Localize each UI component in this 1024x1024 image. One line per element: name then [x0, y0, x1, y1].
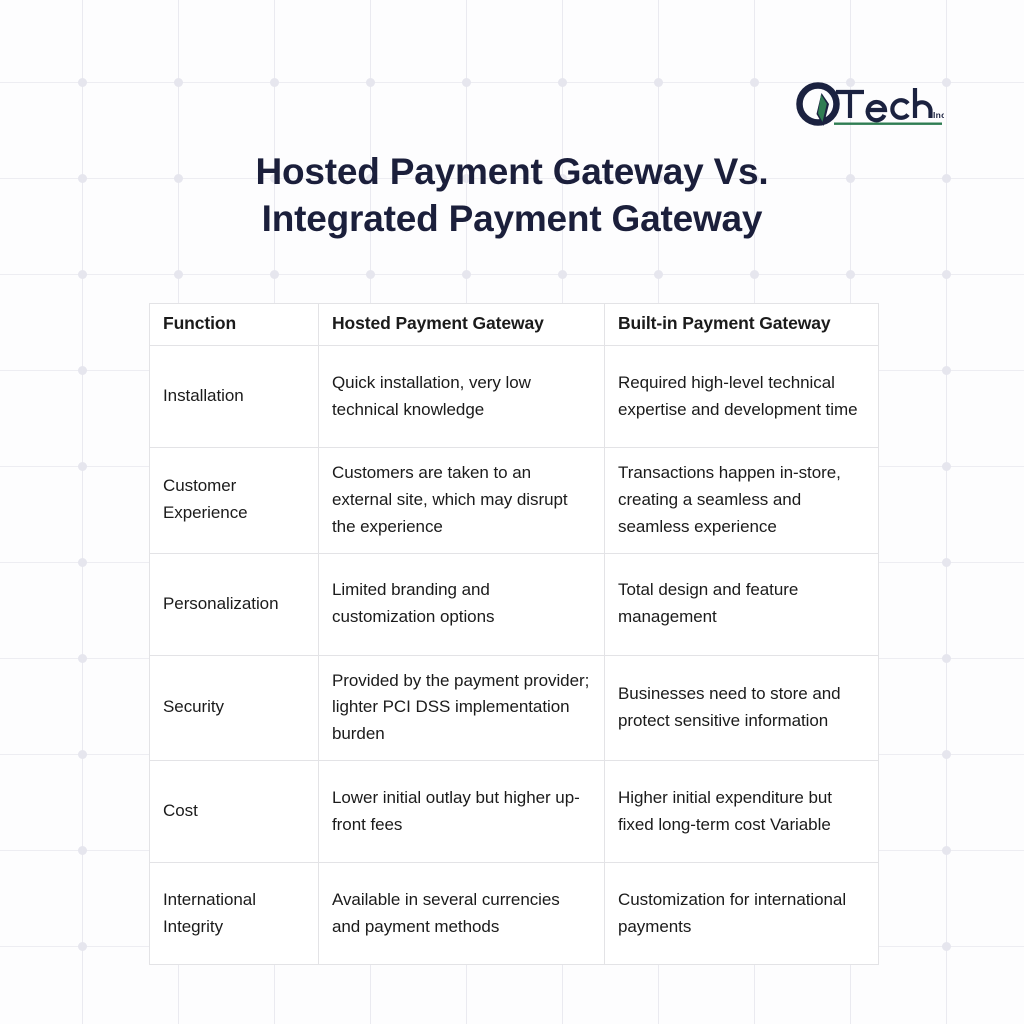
row-cell-builtin: Total design and feature management [604, 552, 879, 656]
row-cell-builtin: Higher initial expenditure but fixed lon… [604, 760, 879, 864]
row-cell-function: Personalization [149, 552, 319, 656]
comparison-table: Function Hosted Payment Gateway Built-in… [149, 303, 879, 966]
page-title-line-1: Hosted Payment Gateway Vs. [255, 151, 769, 192]
row-cell-hosted: Lower initial outlay but higher up-front… [318, 760, 605, 864]
row-cell-builtin: Businesses need to store and protect sen… [604, 654, 879, 762]
row-cell-builtin: Customization for international payments [604, 862, 879, 966]
row-cell-function: Cost [149, 760, 319, 864]
table-header: Function Hosted Payment Gateway Built-in… [149, 303, 879, 346]
row-cell-hosted: Limited branding and customization optio… [318, 552, 605, 656]
row-cell-function: Installation [149, 345, 319, 448]
column-header-function: Function [149, 303, 319, 346]
svg-text:Inc: Inc [933, 110, 944, 120]
page-title-line-2: Integrated Payment Gateway [261, 198, 763, 240]
qtech-inc-logo: Inc [796, 82, 944, 130]
row-cell-hosted: Quick installation, very low technical k… [318, 345, 605, 448]
row-cell-builtin: Required high-level technical expertise … [604, 345, 879, 448]
row-cell-function: Security [149, 654, 319, 762]
row-cell-function: Customer Experience [149, 447, 319, 554]
qtech-logo-mark: Inc [796, 82, 944, 126]
column-header-builtin: Built-in Payment Gateway [604, 303, 879, 346]
row-cell-hosted: Available in several currencies and paym… [318, 862, 605, 966]
row-cell-hosted: Customers are taken to an external site,… [318, 447, 605, 554]
row-cell-builtin: Transactions happen in-store, creating a… [604, 447, 879, 554]
column-header-hosted: Hosted Payment Gateway [318, 303, 605, 346]
page-title: Hosted Payment Gateway Vs. Integrated Pa… [0, 148, 1024, 243]
row-cell-function: International Integrity [149, 862, 319, 966]
row-cell-hosted: Provided by the payment provider; lighte… [318, 654, 605, 762]
table-header-row: Function Hosted Payment Gateway Built-in… [149, 303, 879, 346]
